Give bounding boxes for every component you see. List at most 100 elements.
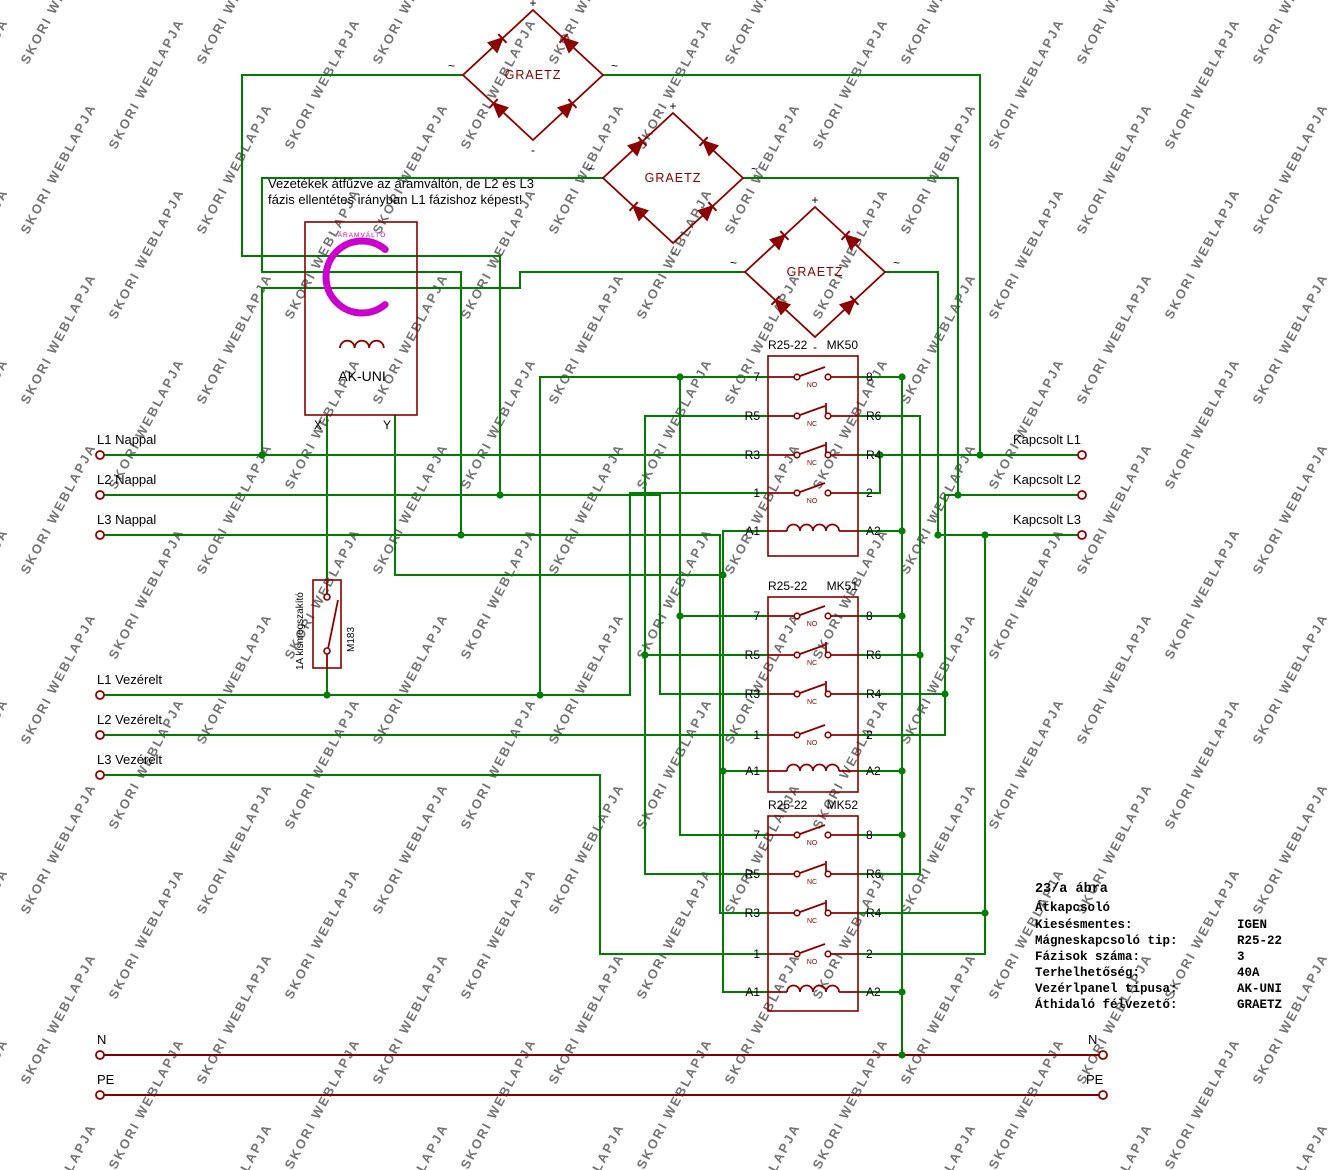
watermark-text: SKORI WEBLAPJA [0,186,11,322]
contact-terminal: R4 [866,906,882,920]
watermark-text: SKORI WEBLAPJA [105,186,187,322]
contact-terminal: R5 [745,648,761,662]
watermark-text: SKORI WEBLAPJA [0,16,11,152]
contact-terminal: 1 [753,486,760,500]
junction-dot [676,612,684,620]
watermark-text: SKORI WEBLAPJA [897,781,979,917]
contact-kind: NO [807,840,818,847]
contact-terminal: R4 [866,687,882,701]
breaker-contact [323,593,331,601]
watermark-text: SKORI WEBLAPJA [1073,271,1155,407]
contact-terminal: 7 [753,370,760,384]
contactor-type: R25-22 [768,338,808,352]
ac-terminal-label: ~ [588,162,595,176]
contact-terminal: R3 [745,906,761,920]
terminal [1077,490,1087,500]
note-line-2: fázis ellentétes irányban L1 fázishoz ké… [268,192,522,207]
watermark-text: SKORI WEBLAPJA [545,611,627,747]
terminal-label-l2-vezerelt: L2 Vezérelt [97,712,162,727]
panel-label: AK-UNI [338,368,385,384]
watermark-text: SKORI WEBLAPJA [1161,526,1243,662]
coil-terminal: A1 [745,985,760,999]
contactor-type: R25-22 [768,579,808,593]
coil-terminal: A1 [745,764,760,778]
junction-dot [876,451,884,459]
watermark-text: SKORI WEBLAPJA [193,1121,275,1170]
spec-label: Fázisok száma: [1035,950,1140,964]
watermark-text: SKORI WEBLAPJA [1249,441,1330,577]
terminal-label-l2-nappal: L2 Nappal [97,472,156,487]
junction-dot [916,651,924,659]
junction-dot [976,451,984,459]
wire-graetz2-ac-left [261,177,603,535]
watermark-text: SKORI WEBLAPJA [545,101,627,237]
contact-kind: NC [807,421,817,428]
terminal-label-kapcsolt-l1: Kapcsolt L1 [1013,432,1081,447]
junction-dot [954,491,962,499]
junction-dot [719,767,727,775]
ak-uni-box [304,221,418,416]
contact-terminal: 7 [753,609,760,623]
watermark-text: SKORI WEBLAPJA [809,16,891,152]
spec-value: AK-UNI [1237,982,1282,996]
coil-terminal: A2 [866,764,881,778]
contactor-mk50: R25-22 MK50 NO 7 8 NC R5 R6 NC R3 R4 NO … [745,338,882,557]
watermark-text: SKORI WEBLAPJA [369,271,451,407]
spec-value: GRAETZ [1237,998,1282,1012]
terminal [1098,1050,1108,1060]
watermark-text: SKORI WEBLAPJA [985,16,1067,152]
watermark-text: SKORI WEBLAPJA [1073,611,1155,747]
terminal-label-n-left: N [97,1032,106,1047]
watermark-text: SKORI WEBLAPJA [545,781,627,917]
watermark-text: SKORI WEBLAPJA [985,696,1067,832]
watermark-text: SKORI WEBLAPJA [17,441,99,577]
coil-terminal: A1 [745,524,760,538]
watermark-text: SKORI WEBLAPJA [17,0,99,66]
terminal-label-l1-nappal: L1 Nappal [97,432,156,447]
graetz-bridge-2: GRAETZ + - ~ ~ [588,99,758,260]
watermark-text: SKORI WEBLAPJA [193,611,275,747]
watermark-text: SKORI WEBLAPJA [369,781,451,917]
contact-kind: NC [807,918,817,925]
watermark-text: SKORI WEBLAPJA [457,356,539,492]
contact-terminal: R6 [866,409,882,423]
watermark-text: SKORI WEBLAPJA [17,781,99,917]
watermark-text: SKORI WEBLAPJA [193,0,275,66]
junction-dot [676,373,684,381]
watermark-text: SKORI WEBLAPJA [545,441,627,577]
minus-terminal-label: - [531,143,535,157]
terminal-label-pe-left: PE [97,1072,115,1087]
watermark-text: SKORI WEBLAPJA [721,951,803,1087]
graetz-bridge-1: GRAETZ + - ~ ~ [448,0,618,157]
watermark-text: SKORI WEBLAPJA [545,1121,627,1170]
circuit-breaker: 1A kismegszakító M183 [295,579,357,670]
contact-terminal: 8 [866,609,873,623]
watermark-text: SKORI WEBLAPJA [633,866,715,1002]
contact-kind: NC [807,699,817,706]
watermark-text: SKORI WEBLAPJA [985,526,1067,662]
terminal-label-l1-vezerelt: L1 Vezérelt [97,672,162,687]
wire-aux7-bus [679,377,768,836]
watermark-text: SKORI WEBLAPJA [1161,186,1243,322]
watermark-text: SKORI WEBLAPJA [457,696,539,832]
watermark-text: SKORI WEBLAPJA [1249,781,1330,917]
contactor-mk51: R25-22 MK51 NO 7 8 NC R5 R6 NC R3 R4 NO … [745,579,882,793]
contact-terminal: R3 [745,687,761,701]
ac-terminal-label: ~ [893,256,900,270]
spec-value: 3 [1237,950,1245,964]
watermark-text: SKORI WEBLAPJA [457,526,539,662]
junction-dot [981,531,989,539]
watermark-text: SKORI WEBLAPJA [897,0,979,66]
watermark-text: SKORI WEBLAPJA [809,866,891,1002]
contact-kind: NC [807,460,817,467]
terminal-label-pe-right: PE [1086,1072,1104,1087]
watermark-text: SKORI WEBLAPJA [17,951,99,1087]
watermark-text: SKORI WEBLAPJA [1249,0,1330,66]
terminal [1077,450,1087,460]
contact-kind: NC [807,660,817,667]
watermark-text: SKORI WEBLAPJA [1073,0,1155,66]
watermark-text: SKORI WEBLAPJA [1073,1121,1155,1170]
watermark-text: SKORI WEBLAPJA [193,441,275,577]
wire-contact2-mk50 [858,455,881,494]
